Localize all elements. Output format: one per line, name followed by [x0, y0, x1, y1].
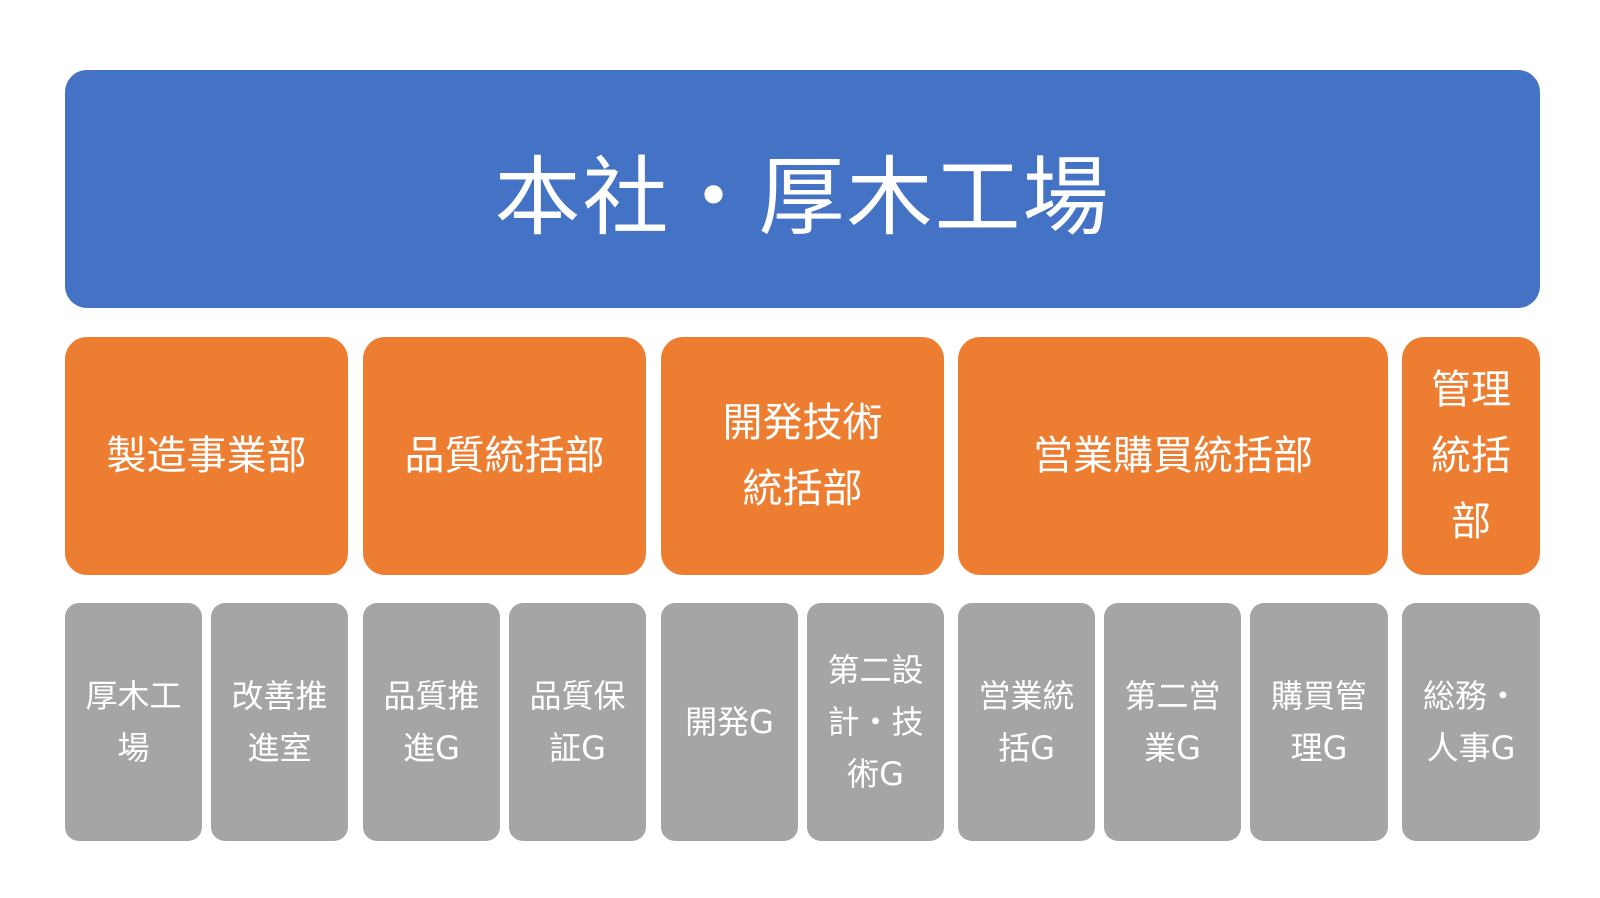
division-manufacturing: 製造事業部: [65, 337, 348, 575]
group-atsugi-factory: 厚木工場: [65, 603, 202, 841]
group-label: 営業統括G: [978, 677, 1075, 767]
group-quality-assurance: 品質保証G: [509, 603, 646, 841]
division-label: 管理統括部: [1431, 367, 1511, 545]
group-quality-promotion: 品質推進G: [363, 603, 500, 841]
group-second-sales: 第二営業G: [1104, 603, 1241, 841]
group-label: 開発G: [685, 703, 774, 741]
division-sales-purchasing: 営業購買統括部: [958, 337, 1388, 575]
group-purchasing-management: 購買管理G: [1250, 603, 1388, 841]
division-label: 開発技術統括部: [722, 400, 883, 512]
division-label: 品質統括部: [404, 433, 605, 479]
division-administration: 管理統括部: [1402, 337, 1540, 575]
group-sales-management: 営業統括G: [958, 603, 1095, 841]
group-label: 第二設計・技術G: [827, 651, 924, 793]
group-label: 品質保証G: [529, 677, 626, 767]
group-second-design-tech: 第二設計・技術G: [807, 603, 944, 841]
group-improvement-office: 改善推進室: [211, 603, 348, 841]
group-label: 購買管理G: [1270, 677, 1367, 767]
group-general-affairs-hr: 総務・人事G: [1402, 603, 1540, 841]
division-label: 製造事業部: [106, 433, 307, 479]
division-label: 営業購買統括部: [1033, 433, 1313, 479]
division-development: 開発技術統括部: [661, 337, 944, 575]
group-label: 総務・人事G: [1422, 677, 1519, 767]
headquarters-box: 本社・厚木工場: [65, 70, 1540, 308]
group-label: 厚木工場: [85, 677, 182, 767]
group-label: 第二営業G: [1124, 677, 1221, 767]
group-development: 開発G: [661, 603, 798, 841]
group-label: 品質推進G: [383, 677, 480, 767]
division-quality: 品質統括部: [363, 337, 646, 575]
headquarters-label: 本社・厚木工場: [494, 147, 1111, 248]
group-label: 改善推進室: [231, 677, 328, 767]
